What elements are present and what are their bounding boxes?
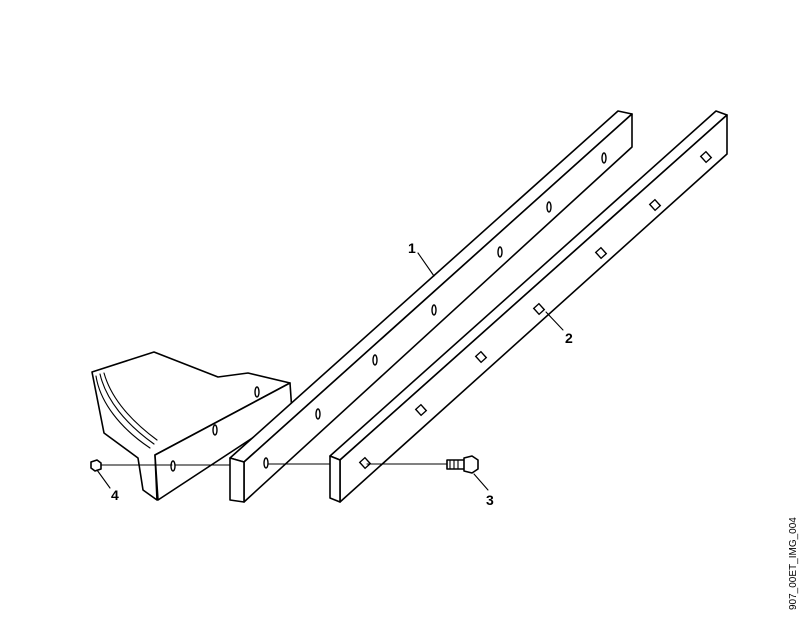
carriage-bolt xyxy=(446,455,479,474)
callout-1: 1 xyxy=(408,240,416,256)
assembly-lines xyxy=(100,463,448,466)
callout-3: 3 xyxy=(486,492,494,508)
clamp-strip xyxy=(329,110,728,503)
wear-strip xyxy=(229,110,633,503)
callout-4: 4 xyxy=(111,487,119,503)
callout-2: 2 xyxy=(565,330,573,346)
housing-bracket xyxy=(91,351,293,501)
image-id-label: 907_00ET_IMG_004 xyxy=(788,517,799,610)
nut xyxy=(90,459,102,472)
leader-lines xyxy=(96,252,564,491)
